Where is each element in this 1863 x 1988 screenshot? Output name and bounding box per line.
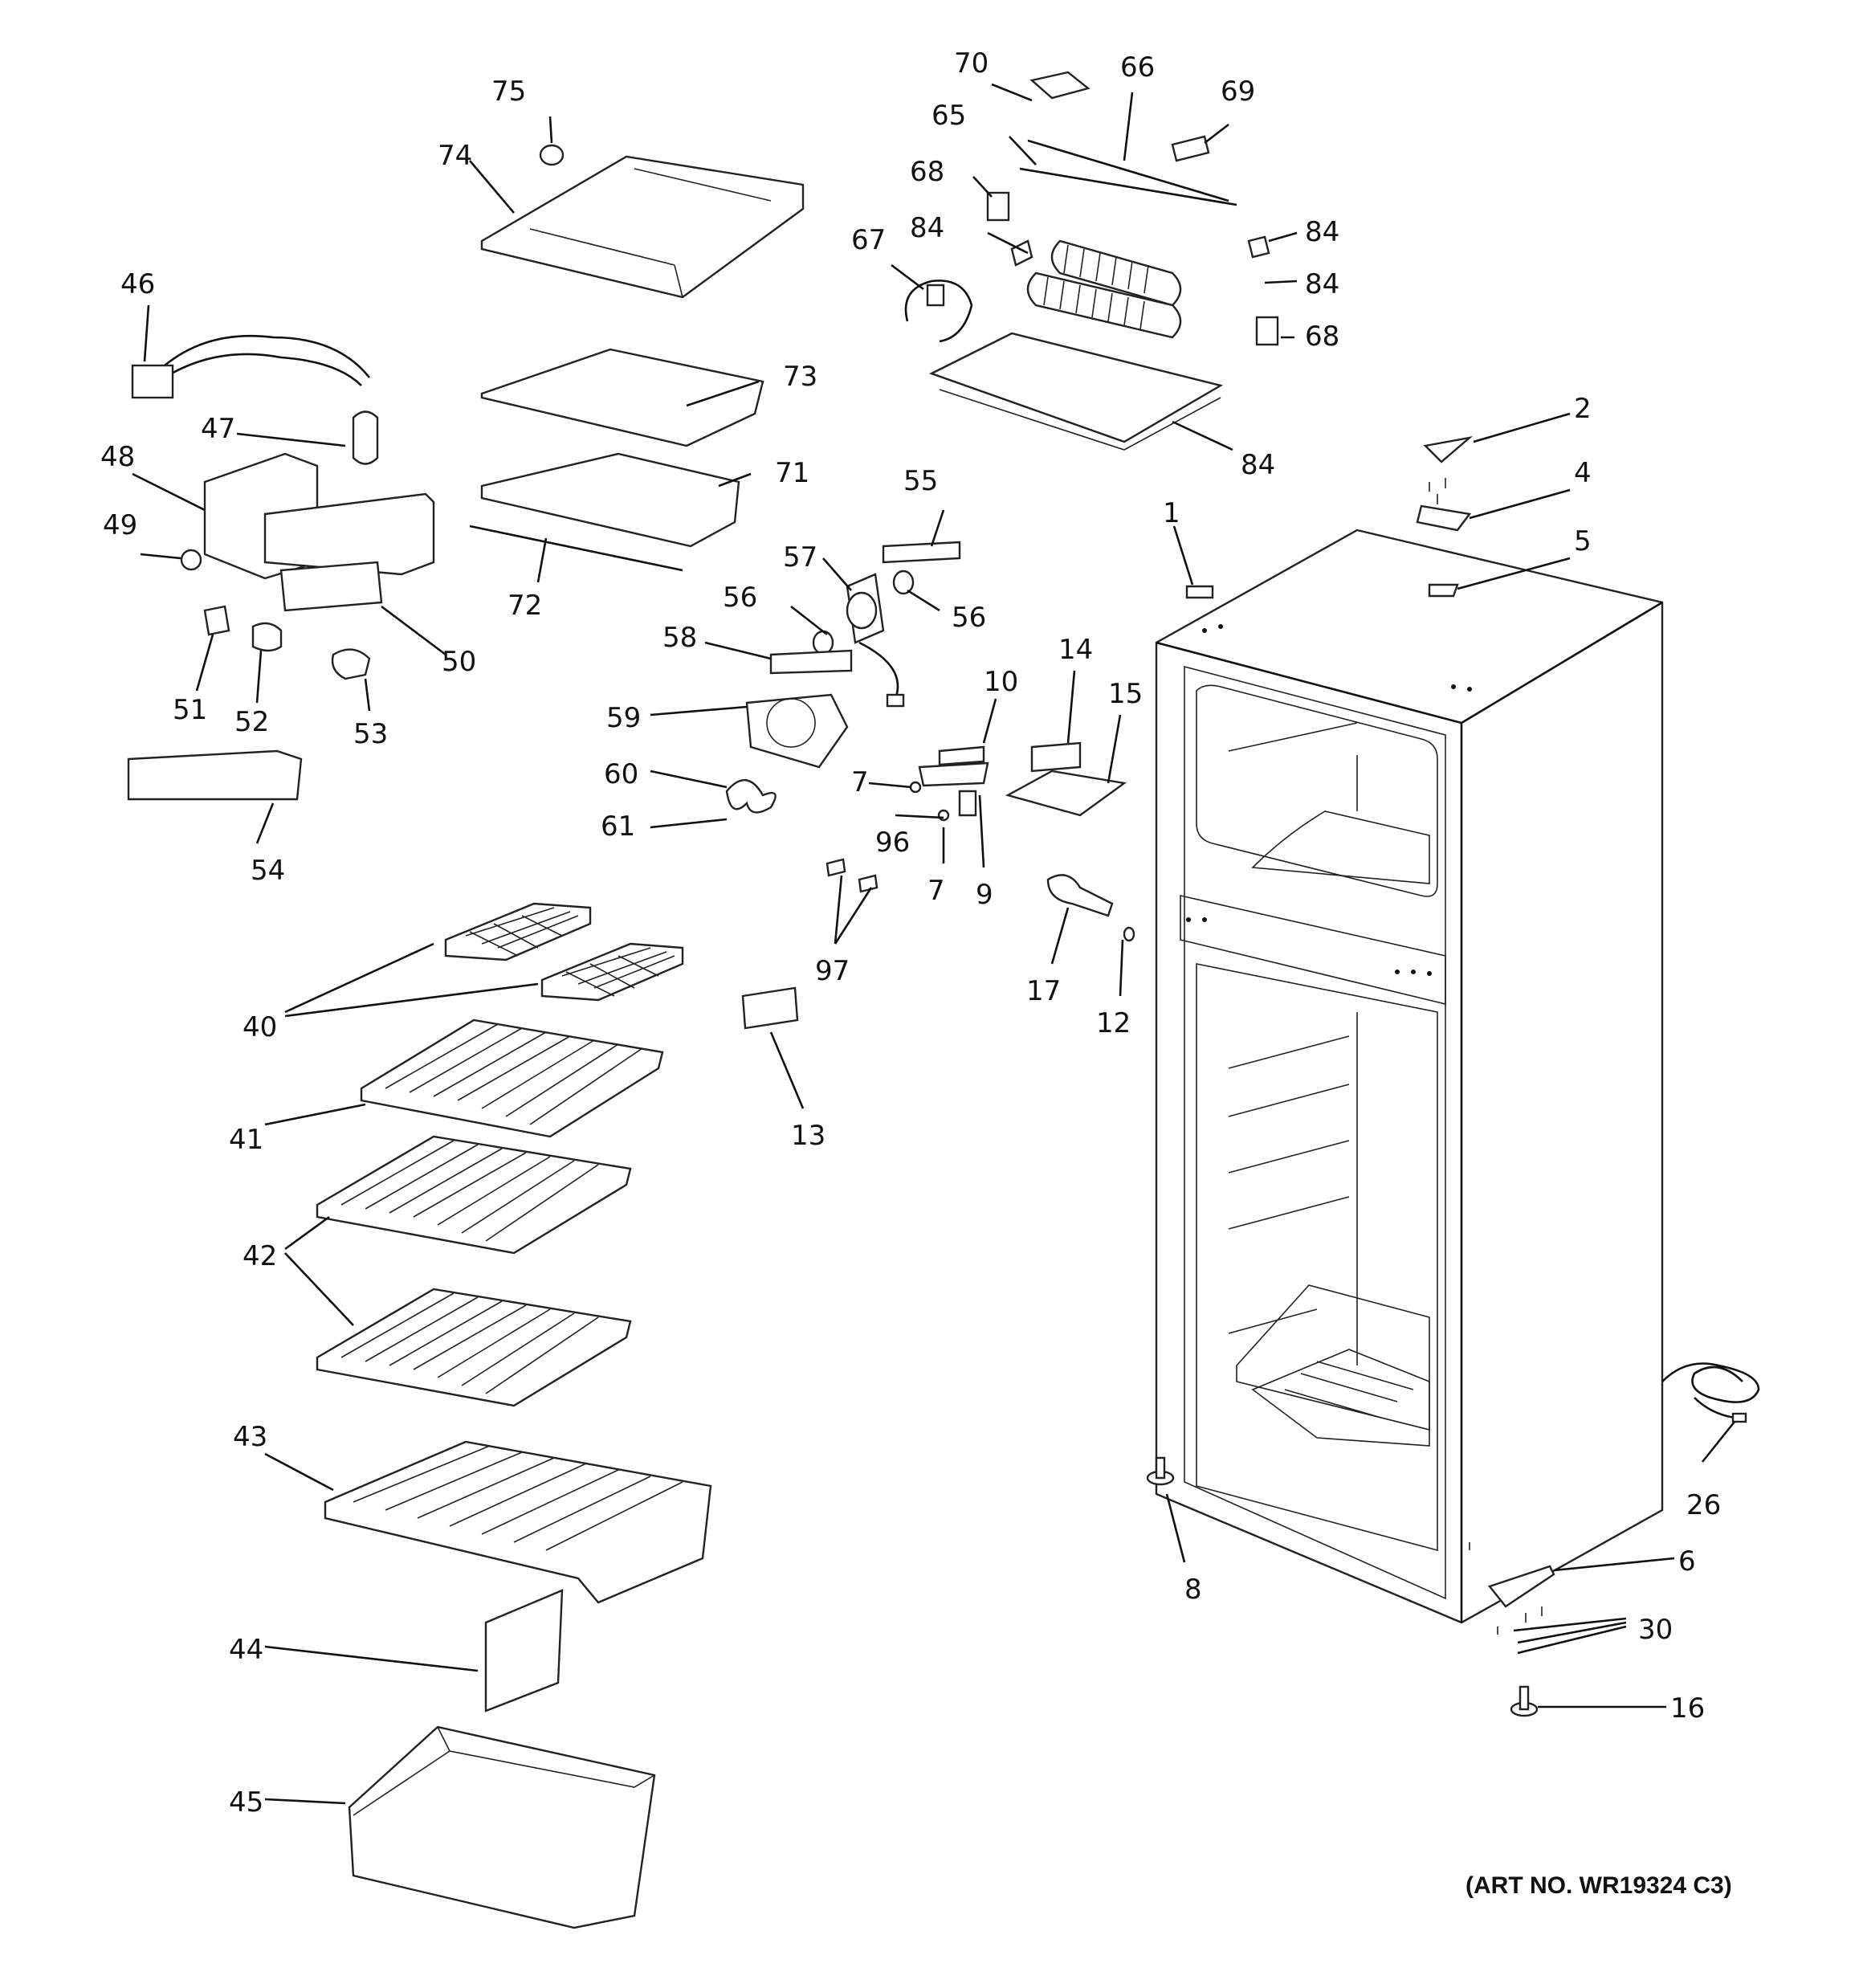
callout-5: 5 (1574, 525, 1592, 557)
callout-53: 53 (353, 718, 388, 750)
ice-tray-parts (444, 902, 684, 1002)
callout-labels: 1 2 4 5 6 7 7 8 9 10 12 13 14 15 16 17 2… (100, 47, 1721, 1819)
callout-2: 2 (1574, 393, 1592, 425)
leveling-leg-part (1146, 1456, 1175, 1486)
callout-97: 97 (815, 955, 850, 987)
hinge-cover-part (1423, 436, 1474, 463)
callout-75: 75 (491, 76, 526, 108)
hinge-cap-part (1428, 583, 1459, 598)
callout-26: 26 (1686, 1489, 1721, 1521)
art-number: (ART NO. WR19324 C3) (1466, 1872, 1732, 1899)
callout-67: 67 (851, 224, 886, 256)
callout-7-bottom: 7 (927, 875, 945, 907)
callout-42: 42 (243, 1240, 277, 1272)
callout-40: 40 (243, 1011, 277, 1043)
fan-assembly-part (725, 541, 961, 814)
callout-45: 45 (229, 1786, 263, 1819)
leveling-foot-part (1510, 1685, 1539, 1717)
callout-50: 50 (442, 646, 476, 678)
callout-65: 65 (932, 100, 966, 132)
defrost-heater-part (904, 280, 973, 343)
callout-84-right-mid: 84 (1305, 268, 1339, 300)
callout-41: 41 (229, 1124, 263, 1156)
callout-17: 17 (1026, 975, 1061, 1007)
callout-73: 73 (783, 361, 817, 393)
callout-72: 72 (508, 590, 542, 622)
callout-49: 49 (103, 509, 137, 541)
callout-84-left: 84 (910, 212, 944, 244)
callout-46: 46 (120, 268, 155, 300)
callout-84-bottom: 84 (1241, 449, 1275, 481)
callout-68-top: 68 (910, 156, 944, 188)
wire-shelf-parts (316, 1018, 712, 1604)
callout-58: 58 (662, 622, 697, 654)
callout-1: 1 (1163, 497, 1180, 529)
callout-9: 9 (976, 879, 993, 911)
bottom-hinge-part (1487, 1565, 1555, 1608)
callout-56-right: 56 (952, 602, 986, 634)
callout-14: 14 (1058, 634, 1093, 666)
callout-15: 15 (1108, 678, 1143, 710)
leader-lines (132, 83, 1736, 1805)
callout-96: 96 (875, 827, 910, 859)
callout-48: 48 (100, 441, 135, 473)
callout-52: 52 (234, 706, 269, 738)
callout-7-top: 7 (851, 766, 869, 798)
callout-71: 71 (775, 457, 809, 489)
callout-68-bottom: 68 (1305, 320, 1339, 353)
callout-4: 4 (1574, 457, 1592, 489)
callout-30: 30 (1638, 1614, 1673, 1646)
callout-60: 60 (604, 758, 638, 790)
top-cap-part (1185, 585, 1214, 599)
callout-56-left: 56 (723, 582, 757, 614)
callout-69: 69 (1221, 76, 1255, 108)
control-parts (741, 741, 1135, 1030)
callout-54: 54 (251, 855, 285, 887)
callout-10: 10 (984, 666, 1018, 698)
freezer-top-panel-part (480, 144, 805, 299)
callout-47: 47 (201, 413, 235, 445)
power-cord-part (1661, 1362, 1760, 1423)
top-hinge-part (1416, 504, 1472, 532)
callout-70: 70 (954, 47, 989, 80)
shelf-panel-part (469, 348, 764, 572)
callout-59: 59 (606, 702, 641, 734)
light-assembly-parts (127, 334, 435, 801)
evaporator-part (928, 71, 1279, 451)
callout-57: 57 (783, 541, 817, 574)
callout-44: 44 (229, 1634, 263, 1666)
callout-16: 16 (1670, 1692, 1705, 1725)
callout-84-right-top: 84 (1305, 216, 1339, 248)
callout-12: 12 (1096, 1007, 1131, 1039)
callout-51: 51 (173, 694, 207, 726)
callout-66: 66 (1120, 51, 1155, 84)
callout-55: 55 (903, 465, 938, 497)
cabinet-part (1155, 529, 1664, 1624)
callout-43: 43 (233, 1421, 267, 1453)
callout-13: 13 (791, 1120, 826, 1152)
callout-6: 6 (1678, 1545, 1696, 1578)
crisper-parts (348, 1589, 656, 1929)
callout-8: 8 (1184, 1574, 1202, 1606)
callout-74: 74 (438, 140, 472, 172)
screws-part (1429, 478, 1543, 1635)
callout-61: 61 (601, 810, 635, 843)
